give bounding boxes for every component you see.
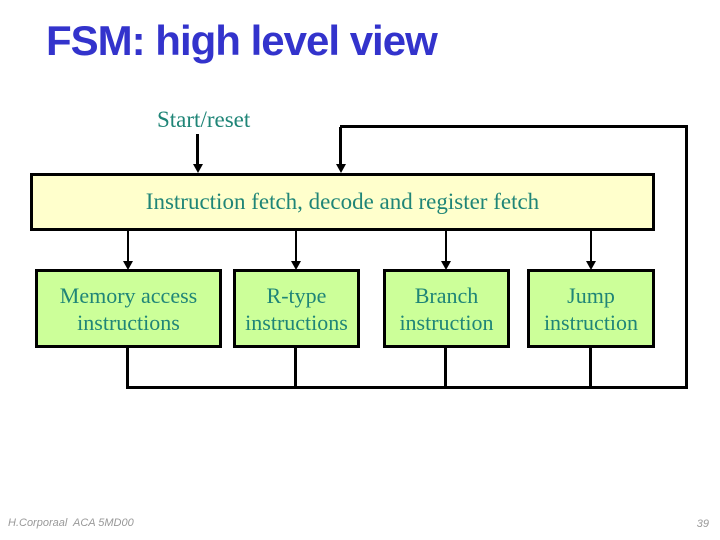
arrowhead-rtype-icon — [291, 261, 301, 270]
arrowhead-branch-icon — [441, 261, 451, 270]
arrowhead-jump-icon — [586, 261, 596, 270]
state-box-rtype: R-type instructions — [233, 269, 360, 348]
state-box-label: Jump — [567, 282, 615, 308]
state-box-label: instructions — [77, 309, 180, 335]
state-box-label: Branch — [414, 282, 479, 308]
drop-line-rtype — [294, 348, 297, 388]
loop-arrowhead-icon — [336, 164, 346, 173]
state-box-label: instruction — [543, 309, 639, 335]
loop-bottom-line — [126, 386, 688, 389]
arrowhead-memory-icon — [123, 261, 133, 270]
state-box-label: instruction — [399, 309, 494, 335]
state-box-memory-access: Memory access instructions — [35, 269, 222, 348]
loop-arrow-line — [339, 127, 342, 164]
drop-line-branch — [444, 348, 447, 388]
state-box-label: R-type — [266, 282, 327, 308]
state-box-branch: Branch instruction — [383, 269, 510, 348]
loop-right-line — [685, 125, 688, 389]
page-number: 39 — [696, 518, 709, 530]
drop-line-jump — [589, 348, 592, 388]
start-arrow-line — [196, 134, 199, 164]
state-box-label: Memory access — [59, 282, 198, 308]
fetch-decode-box: Instruction fetch, decode and register f… — [30, 173, 655, 231]
state-box-jump: Jump instruction — [527, 269, 655, 348]
arrow-line-memory — [127, 231, 129, 262]
drop-line-memory — [126, 348, 129, 388]
arrow-line-jump — [590, 231, 592, 262]
start-arrowhead-icon — [193, 164, 203, 173]
footer-author: H.Corporaal ACA 5MD00 — [8, 517, 134, 529]
loop-top-line — [340, 125, 688, 128]
state-box-label: instructions — [245, 309, 348, 335]
fetch-decode-label: Instruction fetch, decode and register f… — [145, 189, 540, 214]
start-reset-label: Start/reset — [157, 107, 251, 132]
slide-title: FSM: high level view — [46, 17, 438, 64]
arrow-line-branch — [445, 231, 447, 262]
arrow-line-rtype — [295, 231, 297, 262]
